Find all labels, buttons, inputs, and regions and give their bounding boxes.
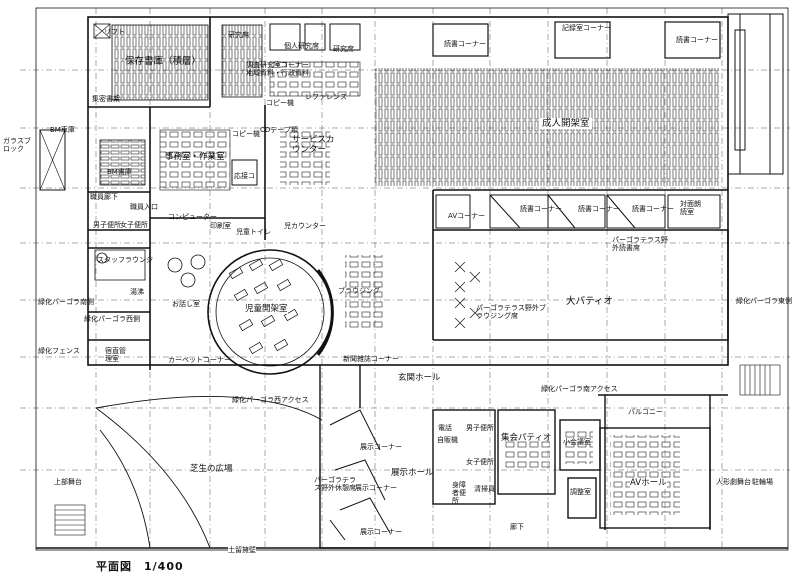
av-hall-label: AVホール	[630, 478, 667, 488]
mens-toilet-2-label: 男子便所	[466, 424, 494, 432]
handicapped-toilet-label: 身障者便所	[452, 481, 466, 505]
storytelling-label: お話し室	[172, 300, 200, 308]
reading-corner-6-label: 読書コーナー	[632, 205, 674, 213]
reading-corner-5-label: 読書コーナー	[578, 205, 620, 213]
exhibit-corner-3-label: 展示コーナー	[360, 528, 402, 536]
reading-corner-1-label: 読書コーナー	[444, 40, 486, 48]
private-research-label: 個人研究席	[284, 42, 319, 50]
toilet-label: 児童トイレ	[236, 228, 271, 236]
browsing-label: ブラウジング	[338, 287, 380, 295]
staff-entrance-label: 職員廊下	[90, 193, 118, 201]
printer-label: 印刷室	[210, 222, 231, 230]
bicycle-label: 駐輪場	[752, 478, 773, 486]
pergola-west-2-label: 緑化パーゴラ西側	[84, 315, 140, 323]
research-room-1-label: 研究席	[228, 31, 249, 39]
staff-lounge-label: スタッフラウンジ	[97, 256, 153, 264]
patio-furniture	[454, 261, 481, 329]
greening-fence-label: 緑化フェンス	[38, 347, 80, 355]
archive-label: 保存書庫（積層）	[125, 56, 202, 67]
reception-label: 応接コ	[234, 172, 255, 180]
electric-label: 電話	[438, 424, 452, 432]
av-corner-label: AVコーナー	[448, 212, 486, 220]
pergola-south-label: 緑化パーゴラ南側	[38, 298, 94, 306]
local-admin-label: 地域資料・行政資料	[246, 69, 309, 77]
control-room-label: 調整室	[570, 488, 591, 496]
glass-block-label: ガラスブロック	[3, 137, 31, 153]
carpet-corner-label: カーペットコーナー	[168, 356, 231, 364]
upper-stage-label: 上部舞台	[54, 478, 82, 486]
reading-corner-3-label: 読書コーナー	[676, 36, 718, 44]
computer-label: コンピューター	[168, 213, 217, 221]
grass-plaza-label: 芝生の広場	[190, 464, 233, 474]
pergola-west-access-label: 緑化パーゴラ西アクセス	[232, 396, 309, 404]
pergola-terrace-2-label: パーゴラテラス野外ブラウジング席	[476, 304, 546, 320]
entrance-hall-label: 玄関ホール	[398, 373, 441, 383]
reading-corner-4-label: 読書コーナー	[520, 205, 562, 213]
puppet-stage-label: 人形劇舞台	[716, 478, 751, 486]
bm-library-label: BM書庫	[107, 168, 132, 176]
pergola-terrace-label: パーゴラテラス野外読書席	[612, 236, 668, 252]
mens-toilet-label: 男子便所	[93, 221, 121, 229]
service-counter-label: サービスカウンター	[292, 135, 335, 155]
exhibit-corner-1-label: 展示コーナー	[360, 443, 402, 451]
exhibit-hall-label: 展示ホール	[391, 468, 434, 478]
new-mag-label: 新聞雑誌コーナー	[343, 355, 399, 363]
exhibit-corner-2-label: 展示コーナー	[355, 484, 397, 492]
research-room-2-label: 研究席	[333, 45, 354, 53]
small-meeting-label: 小会議室	[563, 438, 591, 446]
building-walls	[87, 16, 729, 370]
copy-1-label: コピー機	[266, 99, 294, 107]
balcony-label: バルコニー	[628, 408, 663, 416]
cd-tape-label: CDテープ類	[260, 126, 298, 134]
self-toilet-label: 自販機	[437, 436, 458, 444]
hot-water-label: 湯沸	[130, 288, 144, 296]
corridor-label: 廊下	[510, 523, 524, 531]
counter-2-label: 児カウンター	[284, 222, 326, 230]
collection-room-label: 集密書架	[92, 95, 120, 103]
lift-label: リフト	[104, 28, 125, 36]
staff-door-label: 職員入口	[130, 203, 158, 211]
office-label: 事務室・作業室	[165, 152, 225, 162]
copy-room-label: コピー機	[232, 130, 260, 138]
plan-caption: 平面図 1/400	[96, 560, 184, 573]
pergola-terrace-3-label: パーゴラテラス野外休憩席	[314, 476, 356, 492]
womens-toilet-2-label: 女子便所	[466, 458, 494, 466]
bm-room-label: BM車庫	[50, 126, 75, 134]
ld-corner-label: 調査研究室コーナー	[246, 61, 309, 69]
childrens-reading-label: 児童開架室	[245, 304, 288, 314]
earth-retaining-label: 土留擁壁	[228, 546, 256, 554]
pergola-south-access-label: 緑化パーゴラ南アクセス	[541, 385, 618, 393]
janitor-label: 清掃員	[474, 485, 495, 493]
pergola-east-label: 緑化パーゴラ東側	[736, 297, 792, 305]
womens-toilet-label: 女子便所	[120, 221, 148, 229]
record-corner-label: 記録室コーナー	[562, 24, 611, 32]
big-patio-label: 大パティオ	[566, 296, 613, 307]
night-room-label: 宿直管理室	[105, 347, 126, 363]
general-reading-label: 成人開架室	[540, 118, 592, 129]
meeting-patio-label: 集会パティオ	[501, 433, 552, 443]
childrens-room-circle	[207, 249, 334, 375]
reference-label: レファレンス	[305, 93, 347, 101]
outdoor-reading-label: 対面朗読室	[680, 200, 701, 216]
